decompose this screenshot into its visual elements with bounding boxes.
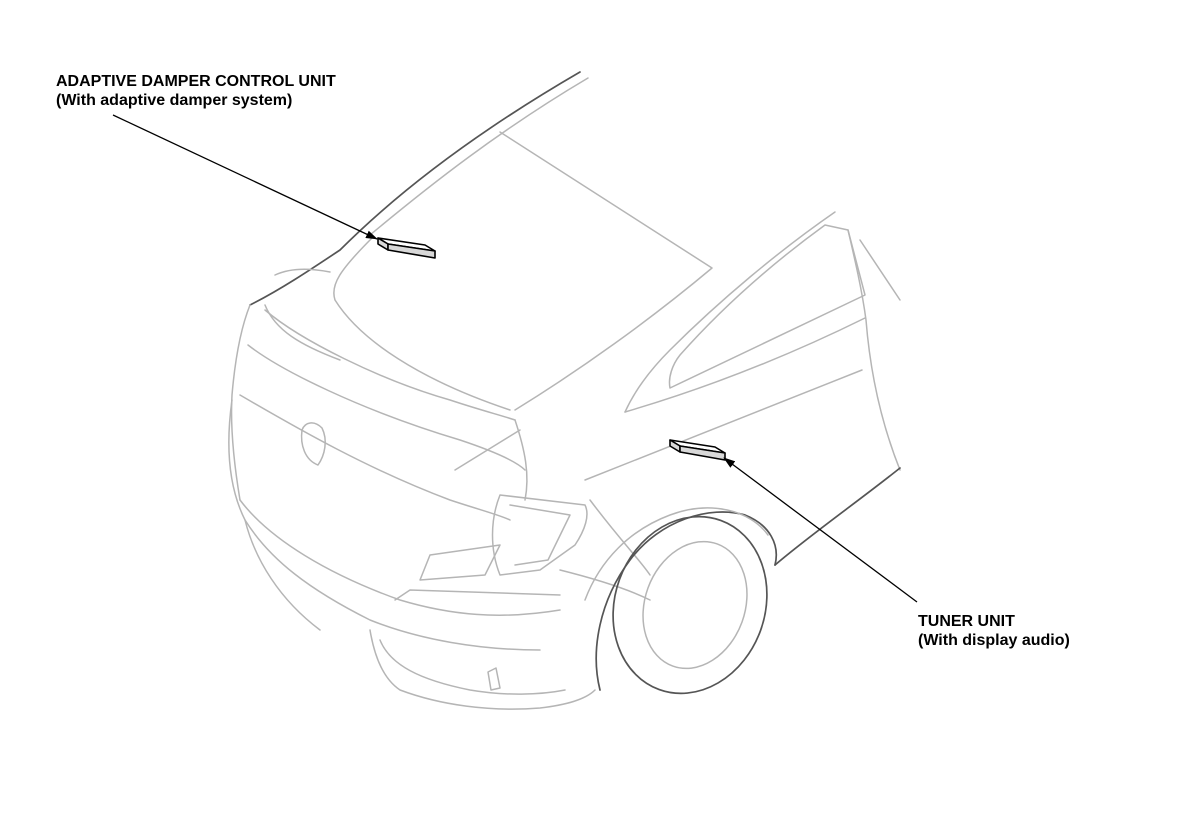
rear-wheel xyxy=(584,507,777,695)
tuner-leader-arrow xyxy=(723,457,918,603)
tuner-callout-title: TUNER UNIT xyxy=(918,613,1015,630)
tail-light xyxy=(419,494,588,581)
adaptive-damper-callout-condition: (With adaptive damper system) xyxy=(56,92,293,109)
tuner-callout: TUNER UNIT (With display audio) xyxy=(918,612,1070,650)
adaptive-damper-leader-arrow xyxy=(112,114,378,240)
tuner-callout-condition: (With display audio) xyxy=(918,632,1070,649)
adaptive-damper-callout-title: ADAPTIVE DAMPER CONTROL UNIT xyxy=(56,73,336,90)
car-body-outline xyxy=(230,71,713,501)
tuner-unit-icon xyxy=(669,439,726,461)
side-body xyxy=(559,211,901,601)
adaptive-damper-callout: ADAPTIVE DAMPER CONTROL UNIT (With adapt… xyxy=(56,72,336,110)
rear-bumper xyxy=(228,399,596,710)
trunk-lid xyxy=(239,309,528,521)
adaptive-damper-control-unit-icon xyxy=(377,237,436,259)
